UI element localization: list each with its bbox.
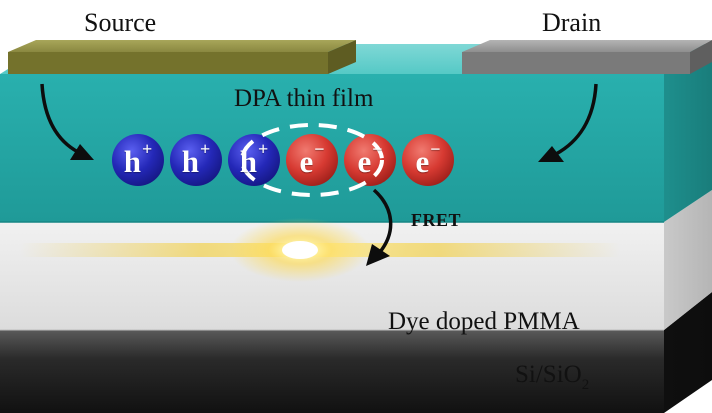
electron-label-4: e− [347,138,393,184]
hole-sphere-0 [112,134,164,186]
substrate-label-subscript: 2 [581,377,590,393]
hole-sphere-1 [170,134,222,186]
film-label: DPA thin film [234,85,374,112]
electron-sphere-4 [344,134,396,186]
source-label: Source [84,8,157,37]
hole-label-2: h+ [231,138,277,184]
drain-front [462,52,690,74]
drain-arrow-icon [538,83,598,162]
glow-icon [20,218,620,282]
electron-label-5: e− [405,138,451,184]
fret-label: FRET [411,210,462,230]
electron-sphere-5 [402,134,454,186]
substrate-label: Si/SiO2 [515,361,589,393]
drain-label: Drain [542,8,602,37]
source-side [328,40,356,74]
source-arrow-icon [40,83,94,160]
hole-label-1: h+ [173,138,219,184]
electron-label-base: e [299,143,314,179]
pmma-label: Dye doped PMMA [388,308,580,335]
exciton-dashed-outline [240,123,384,197]
source-front [8,52,328,74]
drain-electrode [462,40,712,74]
hole-sphere-2 [228,134,280,186]
substrate-front [0,330,664,413]
pmma-side [664,190,712,330]
hole-label-charge: + [199,139,211,159]
hole-label-charge: + [141,139,153,159]
carrier-layer [112,134,454,186]
substrate-layer [0,292,712,413]
source-electrode [8,40,356,74]
electron-label-charge: − [372,139,383,159]
drain-top [462,40,712,52]
electron-label-base: e [357,143,372,179]
drain-side [690,40,712,74]
hole-label-charge: + [257,139,269,159]
hole-label-base: h [123,143,141,179]
electron-label-charge: − [430,139,441,159]
electron-sphere-3 [286,134,338,186]
electron-label-base: e [415,143,430,179]
substrate-label-base: Si/SiO [515,361,582,388]
fret-arrow-icon [366,188,393,266]
electron-label-3: e− [289,138,335,184]
hole-label-base: h [181,143,199,179]
film-side [664,44,712,222]
electron-label-charge: − [314,139,325,159]
hole-label-0: h+ [115,138,161,184]
hole-label-base: h [239,143,257,179]
source-top [8,40,356,52]
